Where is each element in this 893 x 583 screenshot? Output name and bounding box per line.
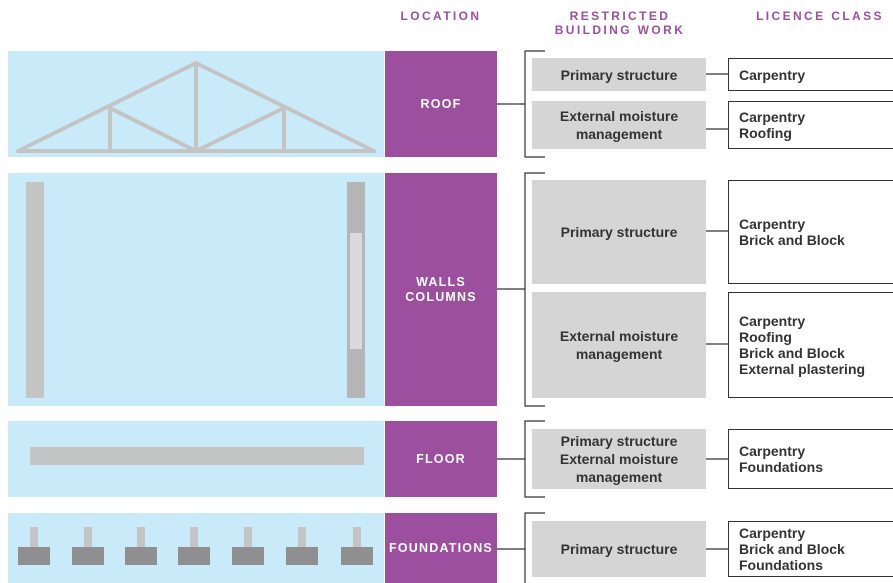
location-floor: FLOOR xyxy=(385,421,497,497)
header-restricted-building-work: RESTRICTED BUILDING WORK xyxy=(554,9,686,37)
walls-illustration xyxy=(8,173,384,406)
foundations-illustration xyxy=(8,513,384,583)
floor-illustration xyxy=(8,421,384,497)
footing-post xyxy=(137,527,145,547)
header-location: LOCATION xyxy=(400,9,482,23)
work-roof-primary-structure: Primary structure xyxy=(532,58,706,91)
footing-pad xyxy=(18,547,50,565)
footing-pad xyxy=(125,547,157,565)
licence-floor: Carpentry Foundations xyxy=(728,429,893,489)
header-licence-class: LICENCE CLASS xyxy=(756,9,884,23)
footing-post xyxy=(298,527,306,547)
floor-slab-icon xyxy=(30,447,364,465)
footing-post xyxy=(244,527,252,547)
footing-post xyxy=(190,527,198,547)
footing-post xyxy=(30,527,38,547)
licence-walls-moisture: Carpentry Roofing Brick and Block Extern… xyxy=(728,292,893,398)
licence-walls-primary: Carpentry Brick and Block xyxy=(728,180,893,284)
footings-icon xyxy=(8,513,384,583)
work-walls-primary-structure: Primary structure xyxy=(532,180,706,284)
location-foundations: FOUNDATIONS xyxy=(385,513,497,583)
footing-pad xyxy=(286,547,318,565)
roof-illustration xyxy=(8,51,384,157)
location-roof: ROOF xyxy=(385,51,497,157)
work-foundations-primary-structure: Primary structure xyxy=(532,521,706,577)
footing-post xyxy=(353,527,361,547)
footing-pad xyxy=(72,547,104,565)
left-column-icon xyxy=(26,182,44,398)
licence-roof-primary: Carpentry xyxy=(728,58,893,91)
footing-pad xyxy=(341,547,373,565)
licence-roof-moisture: Carpentry Roofing xyxy=(728,101,893,149)
footing-pad xyxy=(232,547,264,565)
location-walls-columns: WALLS COLUMNS xyxy=(385,173,497,406)
roof-truss-icon xyxy=(16,61,376,153)
work-floor-combined: Primary structure External moisture mana… xyxy=(532,429,706,489)
work-walls-external-moisture: External moisture management xyxy=(532,292,706,398)
footing-post xyxy=(84,527,92,547)
licence-foundations: Carpentry Brick and Block Foundations xyxy=(728,521,893,577)
work-roof-external-moisture: External moisture management xyxy=(532,101,706,149)
column-highlight xyxy=(350,233,362,349)
footing-pad xyxy=(178,547,210,565)
